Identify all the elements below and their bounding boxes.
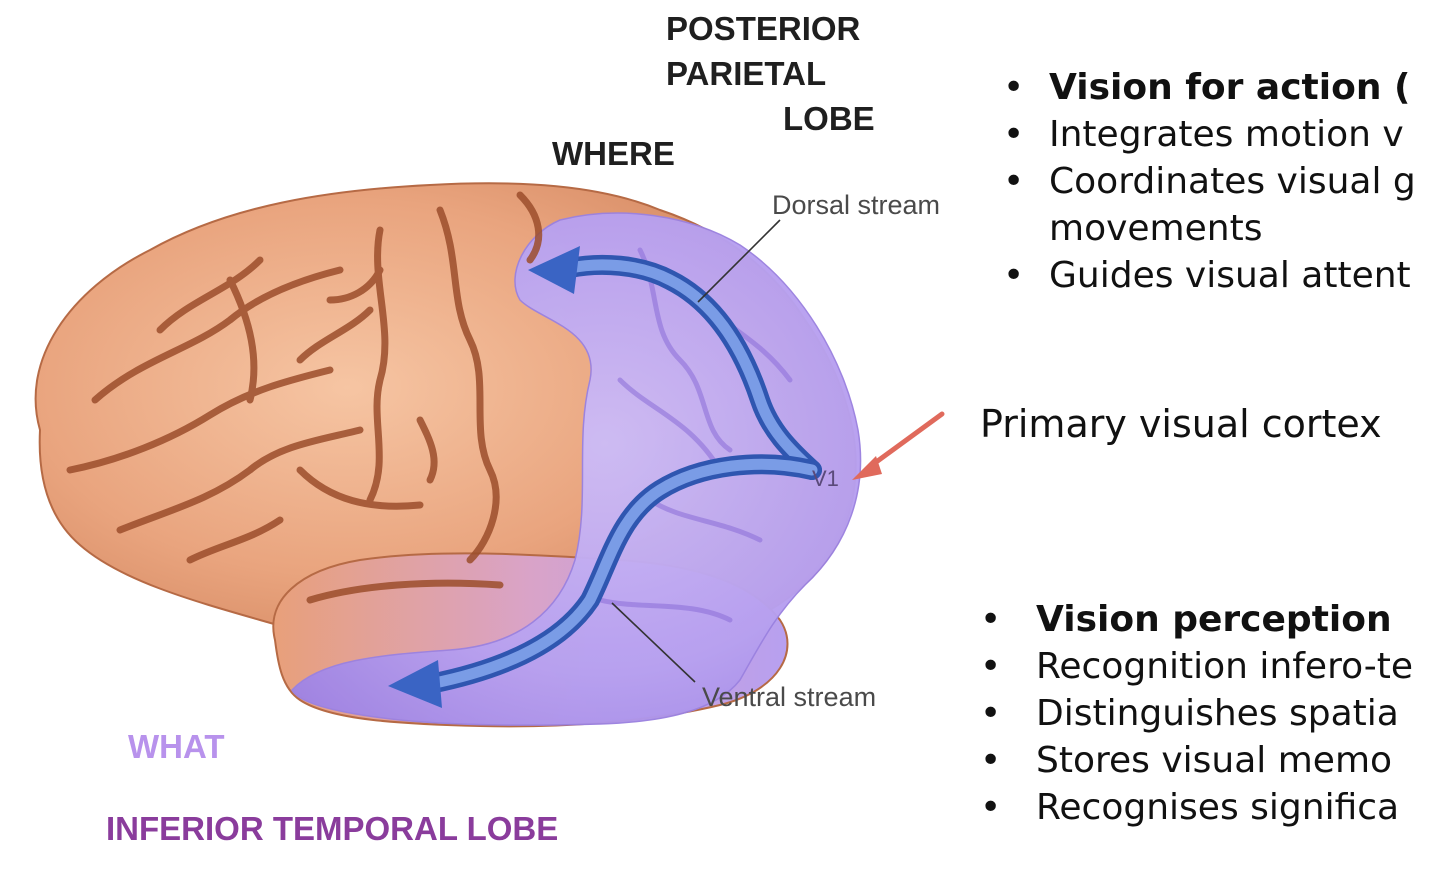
bullet-dot: • [980, 646, 1002, 687]
ventral-point: • Stores visual memo [980, 737, 1413, 784]
bullet-dot: • [1003, 255, 1025, 296]
bullet-dot: • [980, 787, 1002, 828]
label-inferior-temporal: INFERIOR TEMPORAL LOBE [106, 810, 559, 847]
label-where: WHERE [552, 135, 675, 172]
bullet-dot: • [1003, 161, 1025, 202]
label-parietal: PARIETAL [666, 55, 827, 92]
label-dorsal-stream: Dorsal stream [772, 190, 941, 220]
occipital-sulci [597, 247, 793, 623]
sulci-lines [66, 191, 543, 604]
dorsal-point: • Vision for action ( [1003, 64, 1416, 111]
dorsal-leader-line [697, 219, 781, 303]
ventral-point: • Recognition infero-te [980, 643, 1413, 690]
ventral-point: • Recognises significa [980, 784, 1413, 831]
bullet-dot: • [980, 740, 1002, 781]
dorsal-point: • Integrates motion v [1003, 111, 1416, 158]
label-v1: V1 [812, 466, 839, 491]
ventral-point-text: Vision perception [1036, 599, 1392, 640]
label-what: WHAT [128, 728, 225, 765]
dorsal-point-text: Guides visual attent [1049, 255, 1411, 296]
label-ventral-stream: Ventral stream [702, 682, 877, 712]
ventral-point-text: Distinguishes spatia [1036, 693, 1399, 734]
ventral-point-text: Recognises significa [1036, 787, 1400, 828]
bullet-dot: • [1003, 114, 1025, 155]
dorsal-point-text: Coordinates visual g [1049, 161, 1416, 202]
brain-illustration [34, 182, 945, 728]
bullet-dot: • [980, 599, 1002, 640]
dorsal-point-text: Vision for action ( [1049, 67, 1411, 108]
ventral-point-text: Recognition infero-te [1036, 646, 1414, 687]
ventral-leader-line [611, 602, 696, 683]
ventral-point-text: Stores visual memo [1036, 740, 1393, 781]
ventral-point-list: • Vision perception • Recognition infero… [980, 596, 1413, 831]
dorsal-point-continuation: movements [1049, 208, 1263, 249]
label-primary-visual-cortex: Primary visual cortex [980, 402, 1382, 446]
v1-pointer-arrow [852, 411, 945, 480]
bullet-dot: • [1003, 67, 1025, 108]
label-posterior: POSTERIOR [666, 10, 861, 47]
dorsal-point: • Coordinates visual g movements [1003, 158, 1416, 252]
ventral-stream-arrow [388, 454, 822, 708]
dorsal-stream-arrow [528, 246, 822, 480]
dorsal-point-text: Integrates motion v [1049, 114, 1404, 155]
visual-cortex-region [291, 212, 862, 726]
ventral-point: • Distinguishes spatia [980, 690, 1413, 737]
dorsal-point: • Guides visual attent [1003, 252, 1416, 299]
ventral-point: • Vision perception [980, 596, 1413, 643]
bullet-dot: • [980, 693, 1002, 734]
dorsal-point-list: • Vision for action ( • Integrates motio… [1003, 64, 1416, 299]
label-lobe: LOBE [783, 100, 875, 137]
